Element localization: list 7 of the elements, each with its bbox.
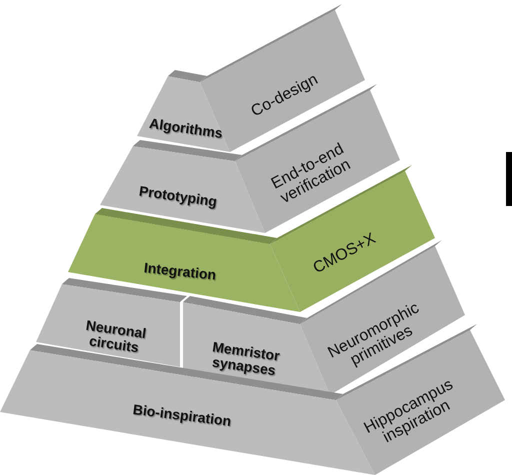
tier-title: Bio-inspiration [131, 400, 234, 431]
tier-title: Prototyping [137, 182, 220, 212]
tier-title: Neuronal circuits [84, 316, 148, 357]
tier-title: Integration [142, 258, 218, 285]
tier-front-face [68, 208, 300, 312]
tier-title: Memristor synapses [210, 337, 282, 380]
tier-title: Algorithms [147, 114, 225, 143]
